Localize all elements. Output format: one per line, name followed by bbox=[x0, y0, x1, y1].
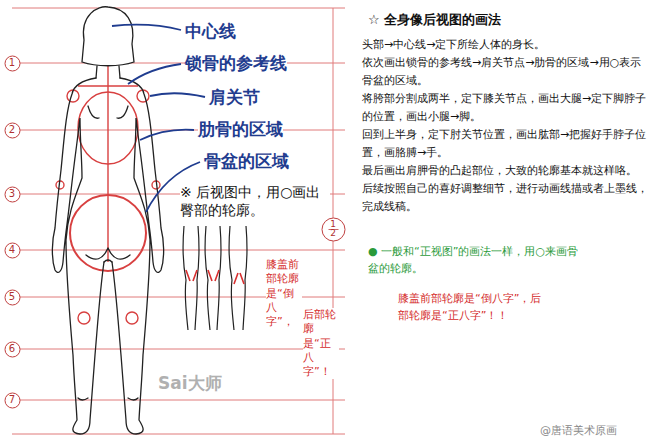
number-circle: 6 bbox=[4, 341, 21, 358]
body-outline bbox=[52, 78, 104, 434]
number-circle: 3 bbox=[4, 186, 21, 203]
callout-number: 2 bbox=[9, 125, 15, 136]
knee-back-mark bbox=[234, 273, 244, 284]
guide-line bbox=[12, 434, 345, 435]
circle-outline bbox=[5, 290, 20, 305]
part-label: 肩关节 bbox=[209, 86, 260, 108]
callout-number: 1 bbox=[9, 58, 15, 69]
leader-line bbox=[150, 93, 205, 97]
crotch-line bbox=[104, 260, 112, 262]
knee-front-leg bbox=[183, 226, 199, 330]
guide-line bbox=[12, 8, 345, 9]
knee-front-mark bbox=[186, 270, 219, 281]
knee-note: 后部轮廓是“正八字”！ bbox=[303, 308, 339, 379]
watermark: @唐语美术原画 bbox=[540, 424, 617, 438]
callout-number: 5 bbox=[9, 292, 15, 303]
ankle-line bbox=[78, 398, 138, 400]
number-circle: 1 bbox=[4, 55, 21, 72]
callout-number: 7 bbox=[9, 395, 15, 406]
note-text: ● 一般和“正视图”的画法一样，用○来画骨盆的轮廓。 bbox=[368, 243, 588, 277]
circle-outline bbox=[5, 187, 20, 202]
body-text: 最后画出肩胛骨的凸起部位，大致的轮廓基本就这样咯。 bbox=[362, 162, 648, 180]
shoulder-blade bbox=[88, 106, 128, 118]
number-circle: 12 bbox=[321, 217, 346, 242]
circle-outline bbox=[5, 56, 20, 71]
title-text: ☆ 全身像后视图的画法 bbox=[368, 12, 501, 29]
clavicle-line bbox=[78, 85, 138, 86]
number-circle: 4 bbox=[4, 242, 21, 259]
body-text: 头部→中心线→定下所绘人体的身长。 bbox=[362, 36, 648, 54]
circle-outline bbox=[5, 123, 20, 138]
leader-line bbox=[112, 25, 181, 30]
guide-line bbox=[12, 250, 345, 251]
leader-line bbox=[128, 64, 181, 84]
number-circle: 7 bbox=[4, 392, 21, 409]
part-label: 骨盆的区域 bbox=[204, 150, 289, 172]
circle-outline bbox=[322, 218, 345, 241]
part-label: 中心线 bbox=[185, 20, 236, 42]
watermark: Sai大师 bbox=[158, 372, 222, 394]
knee-joint bbox=[126, 312, 138, 324]
number-circle: 5 bbox=[4, 289, 21, 306]
number-circle: 2 bbox=[4, 122, 21, 139]
callout-number: 4 bbox=[9, 245, 15, 256]
body-text: 回到上半身，定下肘关节位置，画出肱部→把握好手脖子位置，画胳膊→手。 bbox=[362, 126, 648, 162]
circle-outline bbox=[5, 243, 20, 258]
callout-number: 2 bbox=[330, 229, 336, 238]
body-text: 后续按照自己的喜好调整细节，进行动画线描或者上墨线，完成线稿。 bbox=[362, 180, 648, 216]
circle-outline bbox=[5, 393, 20, 408]
pelvis-circle bbox=[70, 195, 146, 271]
guide-line bbox=[12, 400, 345, 401]
note-text: 膝盖前部轮廓是“倒八字”，后部轮廓是“正八字”！！ bbox=[398, 290, 548, 324]
rib-region bbox=[78, 92, 138, 164]
knee-back-leg bbox=[229, 226, 247, 330]
guide-line bbox=[12, 349, 345, 350]
callout-number: 6 bbox=[9, 344, 15, 355]
body-text: 将胯部分割成两半，定下膝关节点，画出大腿→定下脚脖子的位置，画出小腿→脚。 bbox=[362, 90, 648, 126]
part-label: 肋骨的区域 bbox=[198, 118, 283, 140]
leader-line bbox=[140, 130, 194, 140]
hair-outline bbox=[82, 7, 134, 66]
body-outline bbox=[112, 78, 164, 434]
neck-outline bbox=[96, 66, 120, 78]
guide-line bbox=[12, 63, 345, 64]
buttock-line bbox=[86, 248, 130, 259]
note-text: ※ 后视图中，用○画出臀部的轮廓。 bbox=[180, 183, 330, 219]
knee-joint bbox=[78, 312, 90, 324]
callout-number: 3 bbox=[9, 189, 15, 200]
body-text: 依次画出锁骨的参考线→肩关节点→肋骨的区域→用○表示骨盆的区域。 bbox=[362, 54, 648, 90]
knee-front-leg bbox=[205, 226, 221, 330]
circle-outline bbox=[5, 342, 20, 357]
part-label: 锁骨的参考线 bbox=[185, 52, 287, 74]
knee-note: 膝盖前部轮廓是“倒八字”， bbox=[266, 258, 302, 329]
callout-number: 1 bbox=[330, 220, 336, 229]
